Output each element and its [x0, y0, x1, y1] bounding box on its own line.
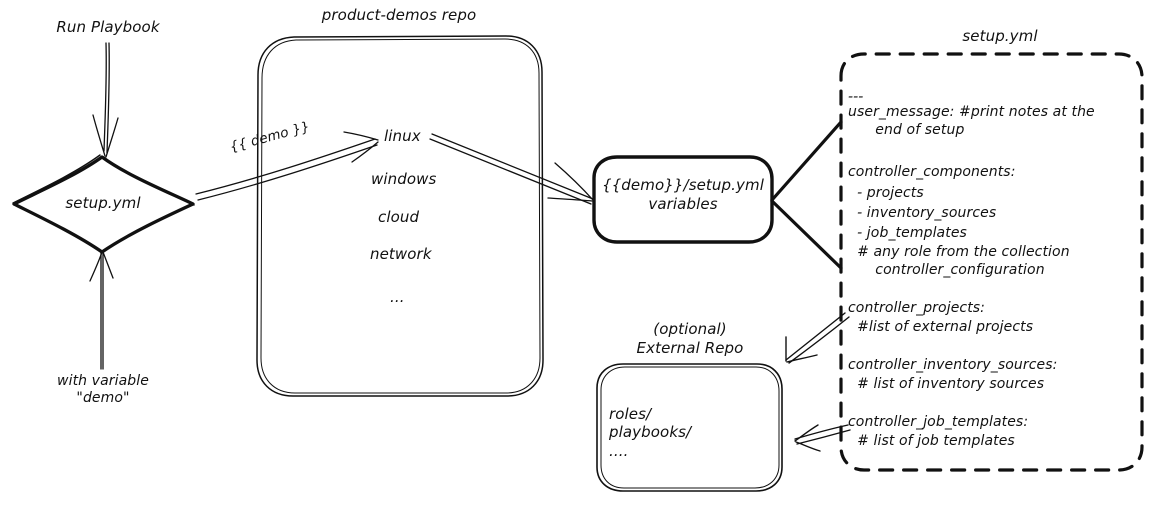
repo-item-cloud: cloud [378, 208, 420, 226]
setup-yml-line-inventory-sources-comment: # list of inventory sources [848, 376, 1045, 392]
setup-yml-line-job-templates-comment: # list of job templates [848, 433, 1015, 449]
external-repo-title-line2: External Repo [636, 339, 744, 357]
arrow-with-variable [89, 251, 114, 370]
setup-yml-line-controller-inventory-sources: controller_inventory_sources: [848, 357, 1058, 373]
setup-yml-dashed-box [839, 52, 1144, 472]
arrow-run-playbook [92, 42, 119, 158]
setup-yml-line-job-templates: - job_templates [848, 225, 967, 241]
external-repo-item-ellipsis: .... [609, 442, 629, 460]
setup-yml-line-controller-job-templates: controller_job_templates: [848, 414, 1029, 430]
repo-item-linux: linux [384, 127, 421, 145]
variables-box-label-line1: {{demo}}/setup.yml [602, 176, 764, 194]
setup-yml-line-user-message-cont: end of setup [848, 122, 965, 138]
setup-yml-line-user-message: user_message: #print notes at the [848, 104, 1095, 120]
repo-item-network: network [370, 245, 432, 263]
setup-yml-diamond-sketch-overlay [12, 154, 195, 206]
setup-yml-line-controller-components: controller_components: [848, 164, 1016, 180]
setup-yml-line-projects: - projects [848, 185, 924, 201]
setup-yml-line-external-projects-comment: #list of external projects [848, 319, 1034, 335]
with-variable-label-line2: "demo" [76, 390, 130, 406]
run-playbook-label: Run Playbook [56, 18, 160, 36]
with-variable-label-line1: with variable [57, 373, 149, 389]
external-repo-box [596, 363, 783, 492]
arrow-demo-to-linux [195, 131, 379, 201]
setup-yml-line-inventory-sources: - inventory_sources [848, 205, 997, 221]
setup-yml-diamond-label: setup.yml [65, 194, 141, 212]
arrow-job-templates-to-external-repo [794, 424, 851, 452]
external-repo-item-roles: roles/ [609, 405, 652, 423]
variables-box-shape [592, 155, 774, 244]
external-repo-item-playbooks: playbooks/ [609, 423, 692, 441]
repo-item-windows: windows [371, 170, 437, 188]
setup-yml-line-controller-configuration: controller_configuration [848, 262, 1045, 278]
product-demos-repo-title: product-demos repo [321, 6, 477, 24]
arrow-projects-to-external-repo [785, 312, 850, 364]
variables-box-label-line2: variables [648, 195, 718, 213]
repo-item-ellipsis: ... [390, 288, 405, 306]
product-demos-repo-box [256, 35, 544, 397]
setup-yml-line-doc-start: --- [848, 89, 864, 105]
setup-yml-box-title: setup.yml [962, 27, 1038, 45]
setup-yml-line-controller-projects: controller_projects: [848, 300, 986, 316]
setup-yml-line-any-role-comment: # any role from the collection [848, 244, 1070, 260]
arrow-linux-to-variables [429, 133, 594, 205]
external-repo-title-line1: (optional) [653, 320, 727, 338]
connector-variables-to-setupyml [770, 120, 843, 270]
